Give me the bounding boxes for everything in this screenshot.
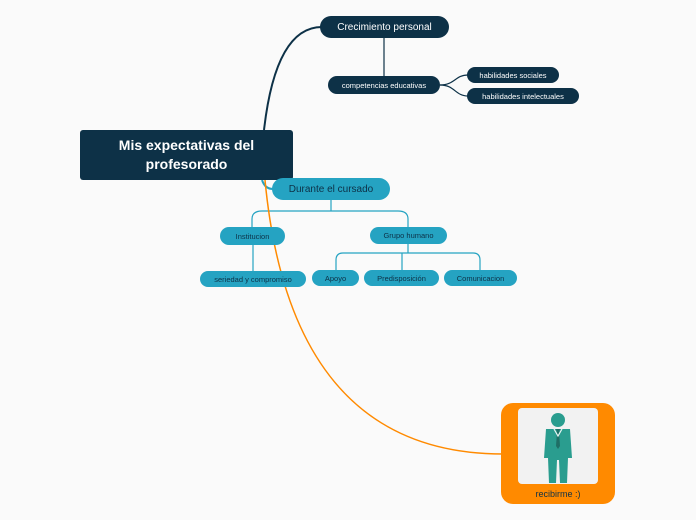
topic-institucion[interactable]: Institucion xyxy=(220,227,285,245)
connector-durante-branches xyxy=(251,200,409,227)
businessman-icon xyxy=(544,413,572,483)
central-topic[interactable]: Mis expectativas del profesorado xyxy=(80,130,293,180)
connector-competencias-intelectuales xyxy=(439,84,469,97)
connector-grupo-children xyxy=(335,244,481,270)
topic-predisposicion[interactable]: Predisposición xyxy=(364,270,439,286)
connector-competencias-sociales xyxy=(439,74,469,86)
topic-habilidades-intelectuales[interactable]: habilidades intelectuales xyxy=(467,88,579,104)
card-image xyxy=(518,408,598,484)
card-label: recibirme :) xyxy=(535,489,581,499)
topic-competencias-educativas[interactable]: competencias educativas xyxy=(328,76,440,94)
connector-root-crecimiento xyxy=(263,26,323,131)
connector-root-card xyxy=(264,179,504,455)
topic-seriedad-y-compromiso[interactable]: seriedad y compromiso xyxy=(200,271,306,287)
topic-comunicacion[interactable]: Comunicacion xyxy=(444,270,517,286)
topic-crecimiento-personal[interactable]: Crecimiento personal xyxy=(320,16,449,38)
topic-grupo-humano[interactable]: Grupo humano xyxy=(370,227,447,244)
topic-habilidades-sociales[interactable]: habilidades sociales xyxy=(467,67,559,83)
topic-durante-el-cursado[interactable]: Durante el cursado xyxy=(272,178,390,200)
image-card-recibirme[interactable]: recibirme :) xyxy=(501,403,615,504)
topic-apoyo[interactable]: Apoyo xyxy=(312,270,359,286)
